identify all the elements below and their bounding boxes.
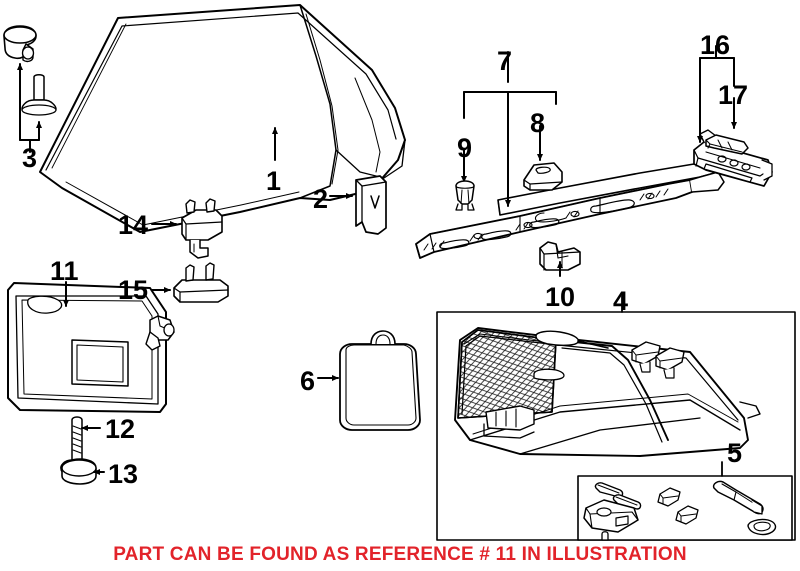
top-latch-clip-illustration <box>181 198 223 259</box>
leader-16 <box>696 45 735 143</box>
callout-16: 16 <box>700 30 731 60</box>
callout-8: 8 <box>530 108 546 138</box>
leader-3 <box>16 63 43 153</box>
callout-15: 15 <box>118 275 149 305</box>
callout-14: 14 <box>118 210 149 240</box>
callout-11: 11 <box>50 256 79 286</box>
callout-2: 2 <box>313 184 329 214</box>
callout-9: 9 <box>457 133 473 163</box>
fastener-stud-illustration <box>3 25 37 63</box>
leader-7 <box>463 51 557 207</box>
lamp-bulb-illustration <box>705 134 749 155</box>
callout-10: 10 <box>545 282 576 312</box>
wind-deflector-illustration <box>454 327 761 457</box>
hardware-kit-illustration <box>583 480 777 541</box>
sun-visor-illustration <box>7 282 175 413</box>
callout-6: 6 <box>300 366 316 396</box>
callout-5: 5 <box>727 438 743 468</box>
callout-13: 13 <box>108 459 139 489</box>
fastener-screw-illustration <box>21 74 57 116</box>
screw-cover-cap-illustration <box>61 458 97 485</box>
callout-1: 1 <box>266 166 282 196</box>
callout-4: 4 <box>613 286 629 316</box>
callout-17: 17 <box>718 80 749 110</box>
retaining-clip-illustration <box>455 180 475 211</box>
convertible-top-illustration <box>39 4 406 233</box>
reference-caption: PART CAN BE FOUND AS REFERENCE # 11 IN I… <box>113 544 687 565</box>
callout-7: 7 <box>497 46 513 76</box>
trim-cover-illustration <box>355 175 387 235</box>
header-cover-cap-illustration <box>523 162 563 191</box>
callout-3: 3 <box>22 143 38 173</box>
storage-bag-illustration <box>339 330 421 431</box>
callout-12: 12 <box>105 414 136 444</box>
visor-retainer-clip-illustration <box>173 262 229 303</box>
header-trim-illustration <box>415 159 725 259</box>
mounting-clip-illustration <box>539 241 581 271</box>
